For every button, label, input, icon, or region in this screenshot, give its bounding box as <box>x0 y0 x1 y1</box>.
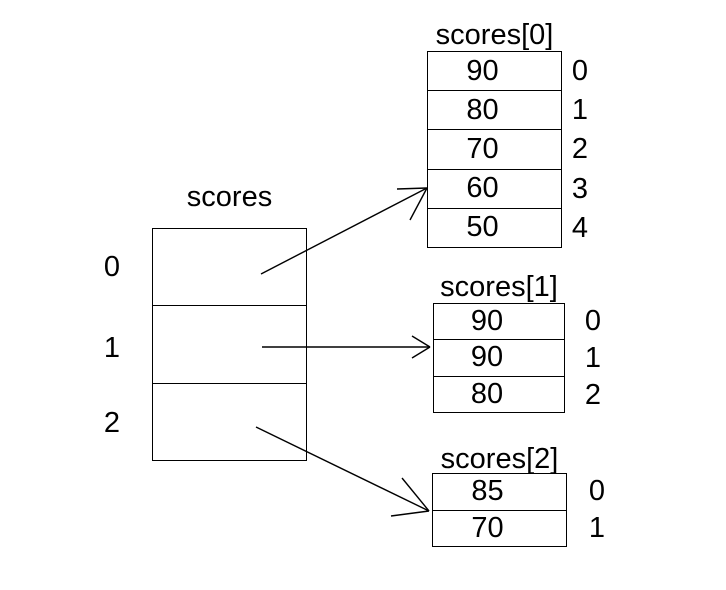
main-array-index-1: 1 <box>103 332 121 364</box>
sub-array-1-box: 90 90 80 <box>433 303 565 413</box>
main-array-index-2: 2 <box>103 407 121 439</box>
arrow-to-scores-1 <box>262 335 431 359</box>
arrow-to-scores-0 <box>260 187 428 275</box>
sub-array-0-title: scores[0] <box>435 19 554 51</box>
sub-array-0-index-2: 2 <box>571 133 589 165</box>
sub-array-0-index-1: 1 <box>571 94 589 126</box>
main-array-box <box>152 228 307 461</box>
main-array-cell-2 <box>153 384 306 460</box>
sub-array-1-cell-0: 90 <box>434 304 564 341</box>
sub-array-2-title: scores[2] <box>440 443 559 475</box>
sub-array-0-cell-3: 60 <box>428 170 561 209</box>
sub-array-1-title: scores[1] <box>440 271 558 303</box>
sub-array-2-index-0: 0 <box>588 475 606 507</box>
sub-array-0-cell-2: 70 <box>428 130 561 170</box>
main-array-index-0: 0 <box>103 251 121 283</box>
sub-array-1-cell-2: 80 <box>470 377 504 410</box>
sub-array-0-cell-4: 50 <box>466 211 499 244</box>
sub-array-2-cell-1: 70 <box>471 511 504 544</box>
arrow-to-scores-2 <box>255 426 430 517</box>
sub-array-0-cell-1: 80 <box>428 91 561 131</box>
main-array-title: scores <box>186 181 273 213</box>
main-array-cell-0 <box>153 229 306 307</box>
main-array-cell-1 <box>153 306 306 384</box>
sub-array-0-cell-0: 90 <box>428 52 561 92</box>
sub-array-1-index-1: 1 <box>584 342 602 374</box>
sub-array-0-index-0: 0 <box>571 55 589 87</box>
sub-array-0-box: 90 80 70 60 50 <box>427 51 562 248</box>
sub-array-1-index-2: 2 <box>584 379 602 411</box>
sub-array-2-index-1: 1 <box>588 512 606 544</box>
sub-array-0-index-3: 3 <box>571 173 589 205</box>
sub-array-1-cell-1: 90 <box>434 340 564 377</box>
sub-array-0-index-4: 4 <box>571 212 589 244</box>
sub-array-2-cell-0: 85 <box>433 474 566 511</box>
sub-array-1-index-0: 0 <box>584 305 602 337</box>
sub-array-2-box: 85 70 <box>432 473 567 547</box>
